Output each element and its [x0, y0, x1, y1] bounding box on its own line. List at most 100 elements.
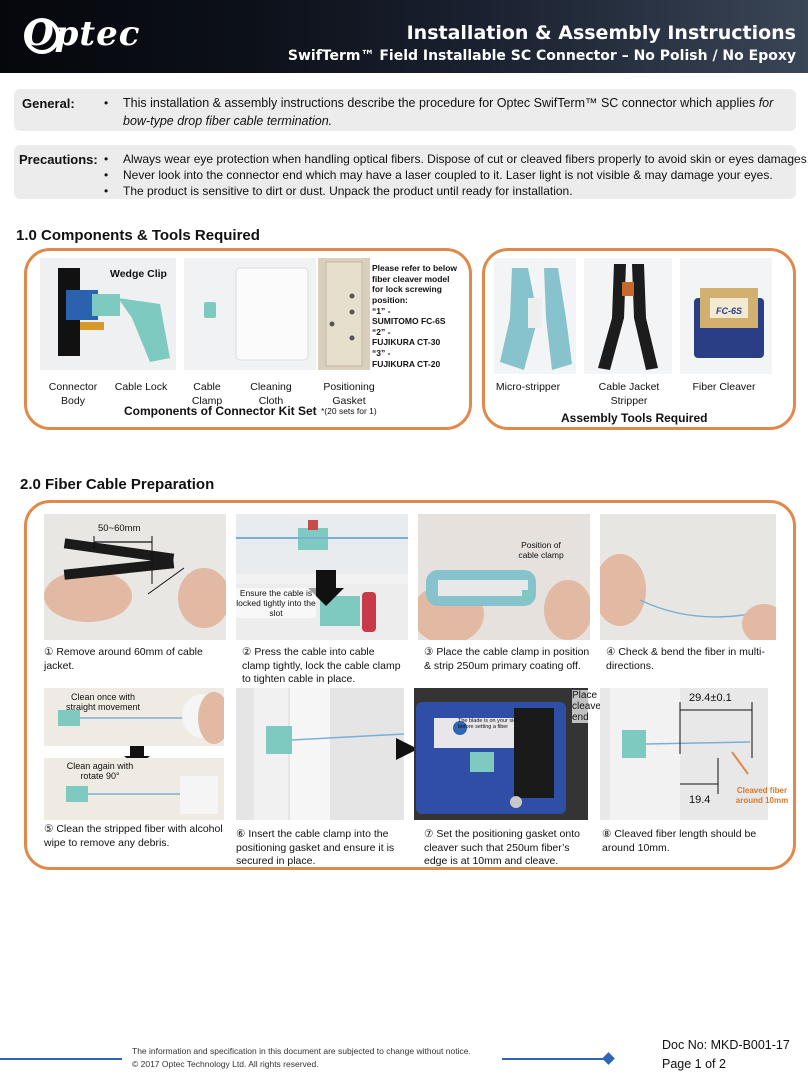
- bullet: •: [104, 168, 109, 182]
- cleaver-note-line: FUJIKURA CT-30: [372, 337, 441, 348]
- jacket-stripper-image: [598, 264, 658, 370]
- connector-photo: [40, 258, 176, 370]
- bullet: •: [104, 184, 109, 198]
- step8-photo: [600, 688, 768, 820]
- dim-label-gasket: 19.4: [689, 794, 711, 806]
- step6-photo: [236, 688, 404, 820]
- cleaver-warning-text: The blade is on your side before setting…: [458, 718, 520, 730]
- step-text: Set the positioning gasket onto cleaver …: [424, 828, 580, 868]
- cleaver-note-line: SUMITOMO FC-6S: [372, 316, 446, 327]
- general-text-normal: This installation & assembly instruction…: [123, 96, 759, 110]
- cleaver-note-line: “1” -: [372, 305, 391, 316]
- component-label: Cleaning Cloth: [250, 381, 292, 407]
- micro-stripper-image: [500, 268, 572, 370]
- step-number: ①: [44, 646, 54, 658]
- component-label: Connector Body: [48, 381, 98, 407]
- component-label: Positioning Gasket: [323, 381, 375, 407]
- gasket-photo: [318, 258, 370, 370]
- component-label: Cable Clamp: [191, 381, 223, 407]
- step-number: ②: [242, 646, 252, 658]
- general-label: General:: [22, 96, 75, 111]
- step-text: Cleaved fiber length should be around 10…: [602, 828, 757, 854]
- clean-again-note: Clean again with rotate 90°: [66, 761, 134, 781]
- step7-image: [416, 702, 566, 814]
- footer-rule: [0, 1058, 122, 1060]
- cleaver-note-line: “2” -: [372, 326, 391, 337]
- step-text: Clean the stripped fiber with alcohol wi…: [44, 823, 223, 849]
- step-number: ⑦: [424, 828, 434, 840]
- step-number: ⑧: [602, 828, 612, 840]
- step-number: ④: [606, 646, 616, 658]
- dim-label-jacket: 50~60mm: [98, 523, 141, 534]
- cleaver-note-line: fiber cleaver model: [372, 273, 450, 284]
- step-text: Remove around 60mm of cable jacket.: [44, 646, 203, 672]
- step4-image: [600, 554, 776, 640]
- tool-label: Cable Jacket Stripper: [598, 381, 660, 407]
- cleaver-note-line: “3” -: [372, 348, 391, 358]
- step3-photo: [418, 514, 590, 640]
- precaution-item: Never look into the connector end which …: [123, 168, 773, 182]
- step-text: Insert the cable clamp into the position…: [236, 828, 395, 868]
- footer-copyright: © 2017 Optec Technology Ltd. All rights …: [132, 1059, 319, 1069]
- clamp-cloth-photo: [184, 258, 316, 370]
- clean-once-note: Clean once with straight movement: [65, 692, 141, 712]
- step1-image: [44, 536, 226, 628]
- step-caption: ② Press the cable into cable clamp tight…: [242, 646, 402, 687]
- cleaver-model-label: FC-6S: [716, 306, 743, 316]
- logo: Optec: [24, 14, 141, 54]
- kit-title: Components of Connector Kit Set: [124, 404, 317, 418]
- footer-diamond-icon: [602, 1052, 615, 1065]
- position-note: Position of cable clamp: [518, 540, 564, 560]
- general-text-italic: for: [758, 96, 774, 110]
- precaution-item: The product is sensitive to dirt or dust…: [123, 184, 573, 198]
- step-caption: ⑦ Set the positioning gasket onto cleave…: [424, 828, 592, 869]
- gasket-image: [325, 261, 363, 367]
- step2-photo: [236, 514, 408, 640]
- clamp-cloth-image: [204, 267, 309, 361]
- step8-image: [610, 688, 753, 820]
- wedge-clip-label: Wedge Clip: [110, 268, 167, 280]
- general-text-italic-2: bow-type drop fiber cable termination.: [123, 113, 333, 128]
- ensure-note: Ensure the cable is locked tightly into …: [236, 588, 316, 618]
- component-label: Cable Lock: [114, 381, 168, 393]
- step7-photo: [414, 688, 588, 820]
- page-subtitle: SwifTerm™ Field Installable SC Connector…: [287, 48, 796, 64]
- logo-ring-icon: [24, 18, 60, 54]
- page-title: Installation & Assembly Instructions: [406, 22, 796, 44]
- cleaver-note-line: Please refer to below: [372, 263, 458, 273]
- footer-rule: [502, 1058, 608, 1060]
- precautions-band: [14, 145, 796, 199]
- step-caption: ③ Place the cable clamp in position & st…: [424, 646, 592, 673]
- jacket-stripper-photo: [584, 258, 672, 374]
- step-caption: ⑥ Insert the cable clamp into the positi…: [236, 828, 396, 869]
- step5b-image: [66, 776, 218, 814]
- bullet: •: [104, 96, 109, 110]
- step1-photo: [44, 514, 226, 640]
- precaution-item: Always wear eye protection when handling…: [123, 152, 808, 166]
- down-arrow-icon: [130, 746, 144, 756]
- cleaver-note-line: FUJIKURA CT-20: [372, 358, 441, 369]
- doc-number: Doc No: MKD-B001-17: [662, 1038, 790, 1052]
- step-text: Place the cable clamp in position & stri…: [424, 646, 590, 672]
- step-text: Press the cable into cable clamp tightly…: [242, 646, 401, 686]
- tool-label: Micro-stripper: [495, 381, 561, 393]
- step3-image: [418, 570, 590, 640]
- dim-label-total: 29.4±0.1: [689, 692, 732, 704]
- tools-title: Assembly Tools Required: [561, 411, 708, 425]
- step5b-photo: [44, 758, 224, 820]
- step-caption: ① Remove around 60mm of cable jacket.: [44, 646, 228, 673]
- step-caption: ⑧ Cleaved fiber length should be around …: [602, 828, 766, 855]
- step4-photo: [600, 514, 776, 640]
- header-banner: [0, 0, 808, 73]
- step-number: ③: [424, 646, 434, 658]
- cleaved-note: Cleaved fiber around 10mm: [735, 786, 789, 806]
- precautions-label: Precautions:: [19, 152, 98, 167]
- kit-note: *(20 sets for 1): [321, 406, 377, 416]
- step-caption: ⑤ Clean the stripped fiber with alcohol …: [44, 823, 226, 850]
- fiber-cleaver-photo: [680, 258, 772, 374]
- cleaver-note-line: position:: [372, 294, 408, 305]
- step-caption: ④ Check & bend the fiber in multi-direct…: [606, 646, 766, 673]
- bullet: •: [104, 152, 109, 166]
- step-text: Check & bend the fiber in multi-directio…: [606, 646, 765, 672]
- step-number: ⑥: [236, 828, 246, 840]
